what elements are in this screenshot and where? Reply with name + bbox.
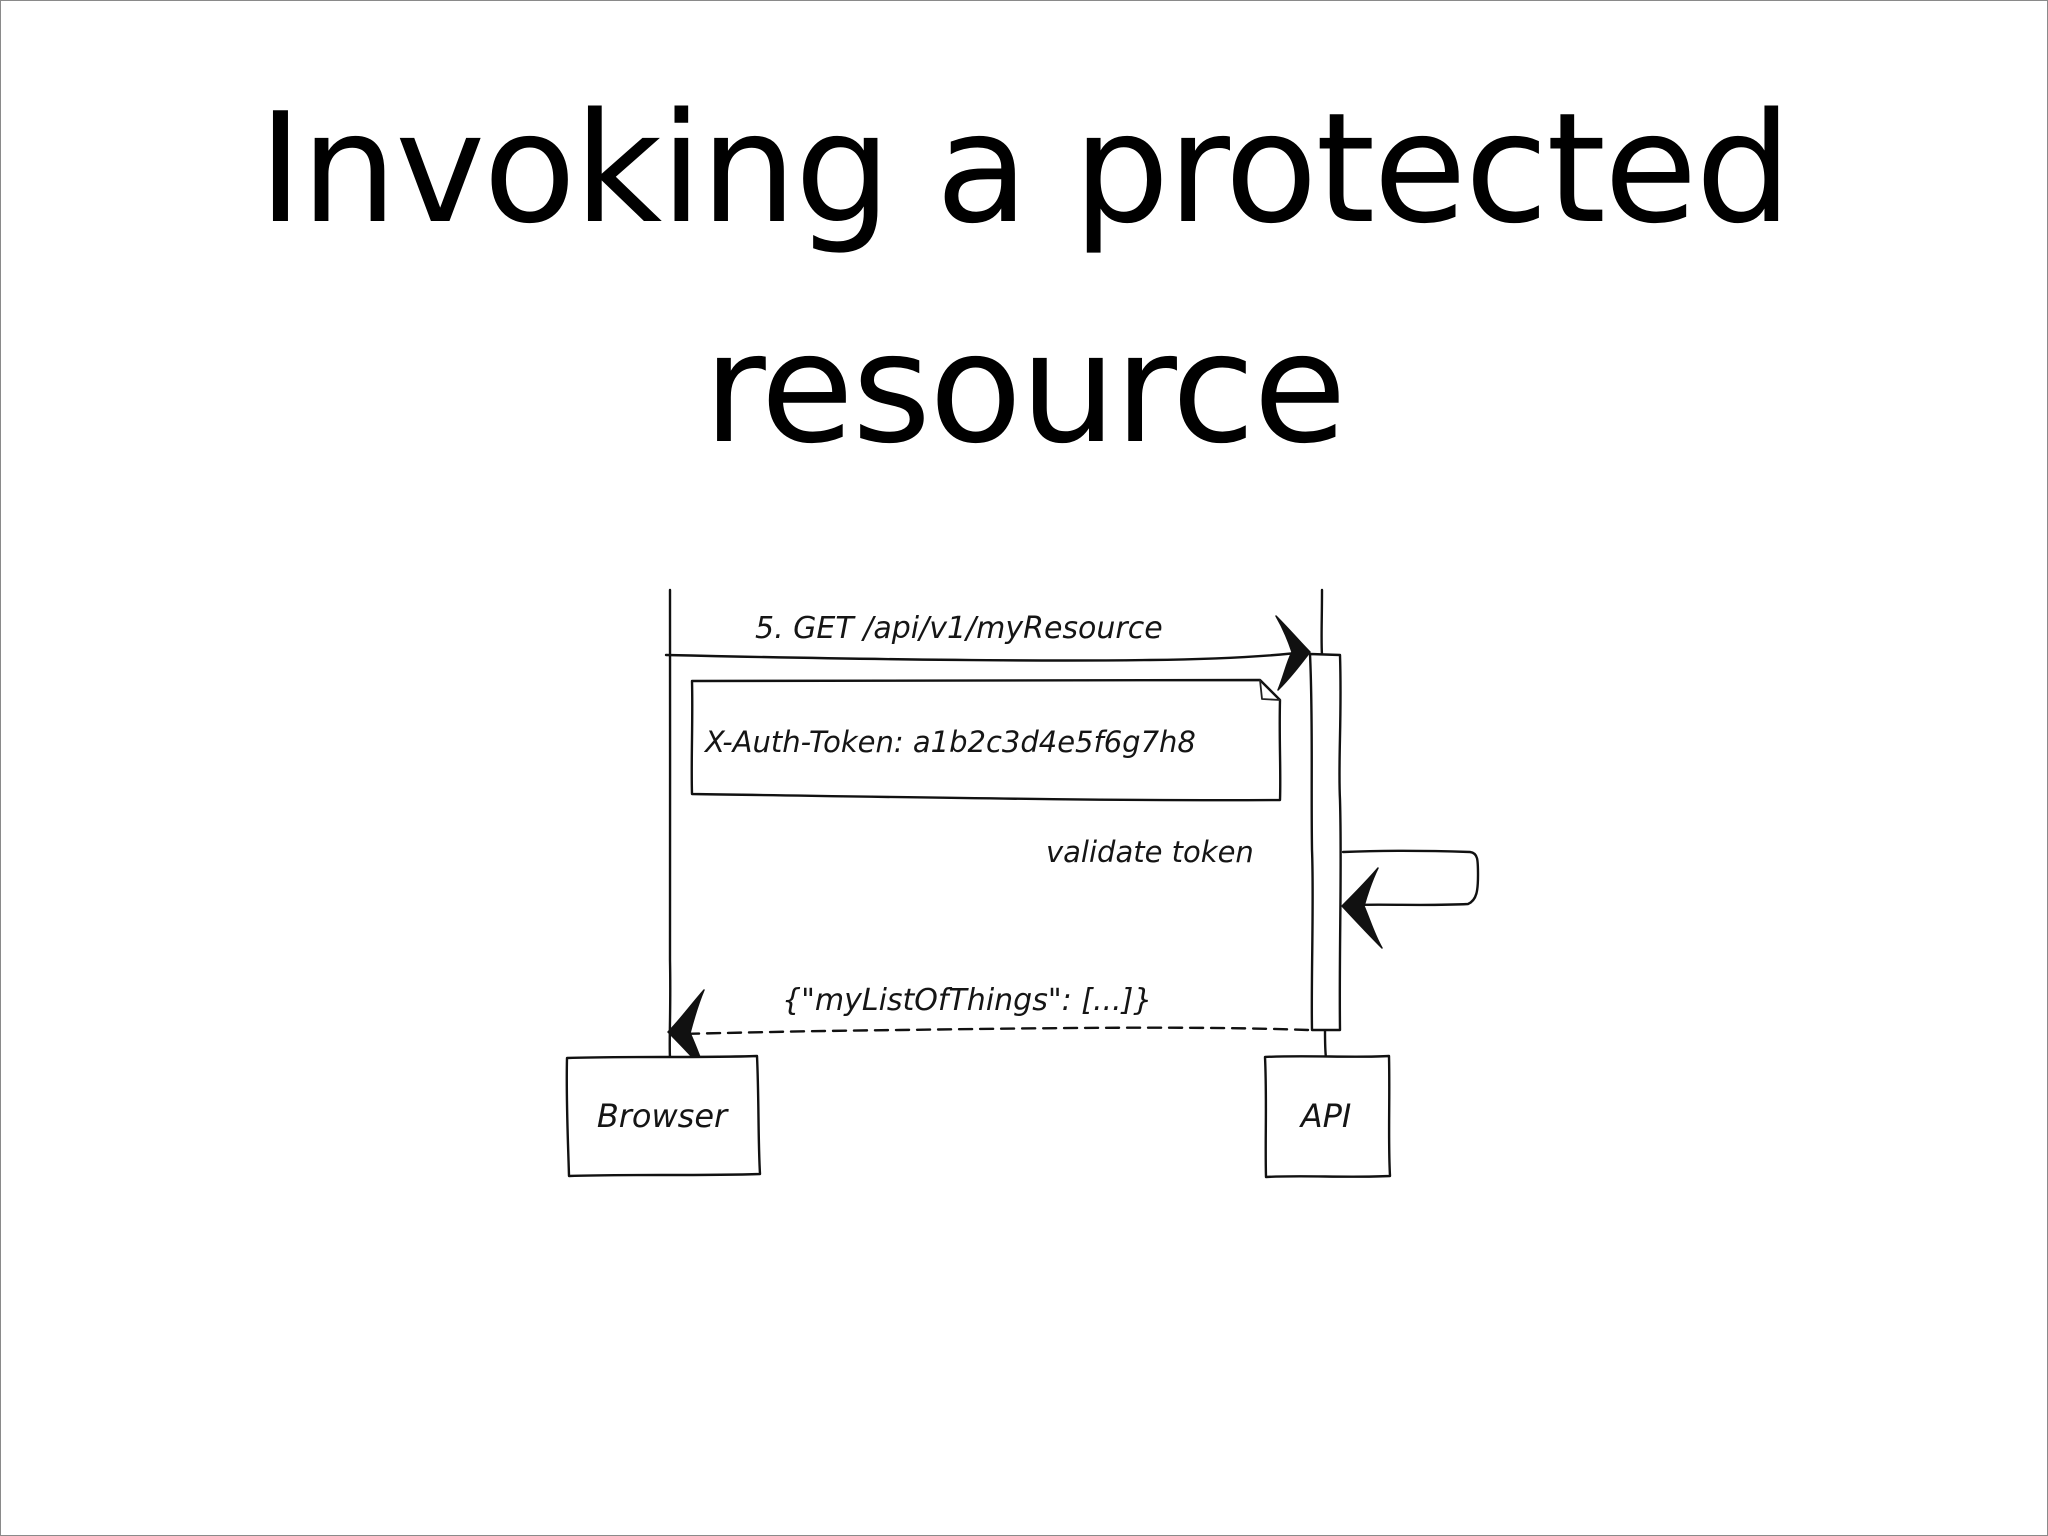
self-call-label: validate token — [1046, 835, 1254, 869]
request-label: 5. GET /api/v1/myResource — [755, 611, 1163, 646]
header-note-box — [690, 678, 1282, 802]
header-note-fold — [1259, 679, 1281, 701]
self-call-arrowhead — [1341, 867, 1383, 949]
request-arrow-line — [664, 650, 1308, 662]
api-label: API — [1299, 1097, 1352, 1135]
request-arrowhead — [1275, 615, 1311, 691]
api-box — [1263, 1054, 1392, 1179]
response-arrow-line — [674, 1026, 1310, 1036]
browser-label: Browser — [597, 1097, 729, 1135]
self-call-arrow-line — [1341, 849, 1480, 907]
slide-title: Invoking a protected resource — [258, 80, 1792, 477]
api-activation-bar — [1308, 652, 1342, 1032]
response-label: {"myListOfThings": [...]} — [782, 983, 1152, 1018]
header-note-text: X-Auth-Token: a1b2c3d4e5f6g7h8 — [703, 725, 1196, 759]
browser-lifeline — [668, 588, 672, 1060]
browser-box — [565, 1054, 762, 1178]
api-lifeline-bottom — [1323, 1028, 1328, 1060]
